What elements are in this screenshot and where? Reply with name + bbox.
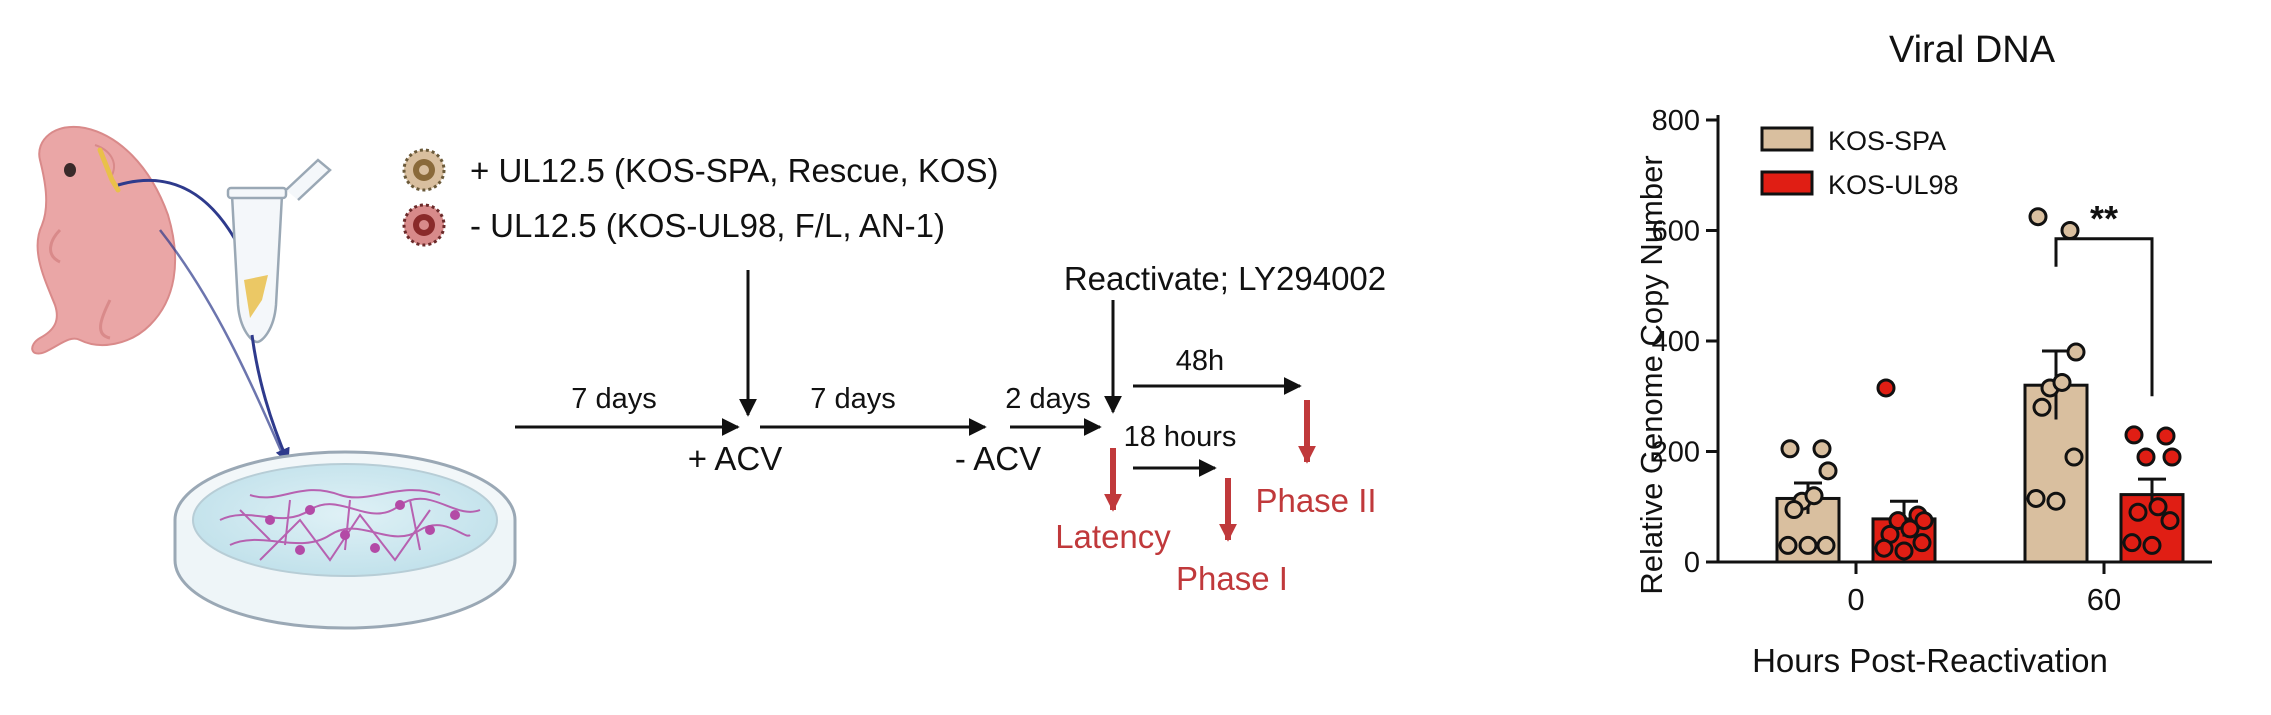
x-tick-label: 0 <box>1847 582 1864 617</box>
virion-minus-icon <box>402 203 446 247</box>
legend-swatch-kos-spa <box>1760 126 1814 152</box>
chart-points <box>1778 207 2182 561</box>
data-point <box>2060 221 2080 240</box>
petri-dish-icon <box>173 450 517 630</box>
data-point <box>1914 511 1934 531</box>
data-point <box>2052 372 2072 392</box>
data-point <box>2064 447 2084 467</box>
label-2days: 2 days <box>1005 383 1090 415</box>
data-point <box>1894 541 1914 561</box>
data-point <box>2066 342 2086 362</box>
mouse-pup-icon <box>31 125 177 355</box>
label-plus-acv: + ACV <box>688 440 782 477</box>
x-tick-label: 60 <box>2087 582 2121 617</box>
data-point <box>2160 511 2180 531</box>
data-point <box>2032 397 2052 417</box>
label-latency: Latency <box>1055 518 1171 555</box>
significance-line <box>2054 237 2154 397</box>
significance-label: ** <box>2090 198 2118 239</box>
legend-label: KOS-SPA <box>1828 126 1946 156</box>
data-point <box>2148 497 2168 517</box>
chart-title: Viral DNA <box>1889 29 2056 71</box>
label-reactivate: Reactivate; LY294002 <box>1064 260 1386 297</box>
y-tick-label: 400 <box>1652 326 1700 358</box>
legend-plus-text: + UL12.5 (KOS-SPA, Rescue, KOS) <box>470 152 999 189</box>
schematic-panel: + UL12.5 (KOS-SPA, Rescue, KOS) - UL12.5… <box>31 125 1386 630</box>
data-point <box>1812 439 1832 459</box>
tube-icon <box>226 158 332 344</box>
data-point <box>1900 519 1920 539</box>
label-7days-2: 7 days <box>810 383 895 415</box>
data-point <box>2124 425 2144 445</box>
data-point <box>2142 535 2162 555</box>
data-point <box>1818 461 1838 481</box>
chart-legend: KOS-SPA KOS-UL98 <box>1760 126 1959 200</box>
label-minus-acv: - ACV <box>955 440 1041 477</box>
chart-bars <box>1775 349 2185 564</box>
data-point <box>2028 207 2048 227</box>
data-point <box>1874 538 1894 558</box>
virion-plus-icon <box>402 148 446 192</box>
data-point <box>1912 533 1932 553</box>
data-point <box>2136 447 2156 467</box>
data-point <box>2122 533 2142 553</box>
plating-arrow <box>250 334 290 464</box>
pup-to-dish-arrow <box>159 229 287 461</box>
label-18h: 18 hours <box>1124 421 1237 453</box>
label-phase2: Phase II <box>1255 482 1376 519</box>
data-point <box>1780 439 1800 459</box>
y-tick-label: 800 <box>1652 105 1700 137</box>
data-point <box>1798 535 1818 555</box>
data-point <box>2128 502 2148 522</box>
label-phase1: Phase I <box>1176 560 1288 597</box>
data-point <box>1784 500 1804 520</box>
y-tick-label: 200 <box>1652 437 1700 469</box>
legend-label: KOS-UL98 <box>1828 170 1959 200</box>
data-point <box>1778 535 1798 555</box>
data-point <box>2046 491 2066 511</box>
data-point <box>2162 447 2182 467</box>
chart-ylabel: Relative Genome Copy Number <box>1634 155 1669 594</box>
legend-swatch-kos-ul98 <box>1760 170 1814 196</box>
significance-bracket: ** <box>2054 198 2154 397</box>
data-point <box>1816 535 1836 555</box>
data-point <box>1804 486 1824 506</box>
legend-minus-text: - UL12.5 (KOS-UL98, F/L, AN-1) <box>470 207 945 244</box>
data-point <box>2156 426 2176 446</box>
chart-xlabel: Hours Post-Reactivation <box>1752 642 2108 679</box>
data-point <box>2026 488 2046 508</box>
label-48h: 48h <box>1176 345 1224 377</box>
y-tick-label: 600 <box>1652 216 1700 248</box>
data-point <box>1876 378 1896 398</box>
label-7days-1: 7 days <box>571 383 656 415</box>
viral-dna-chart: Viral DNA Relative Genome Copy Number Ho… <box>1634 29 2212 679</box>
y-tick-label: 0 <box>1684 547 1700 579</box>
